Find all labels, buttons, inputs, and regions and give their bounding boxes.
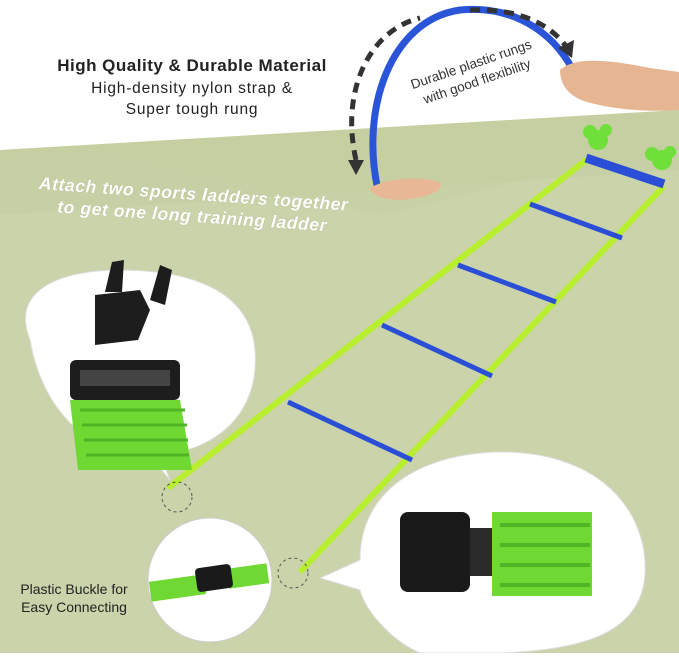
zoom-circle-bottom bbox=[277, 557, 309, 589]
headline-line-1: High-density nylon strap & bbox=[91, 80, 293, 97]
hand-left bbox=[370, 178, 441, 200]
agility-ladder bbox=[166, 124, 676, 575]
headline-title: High Quality & Durable Material bbox=[57, 56, 327, 75]
flexible-rung-illustration bbox=[348, 5, 679, 200]
buckle-connection-circle bbox=[147, 517, 273, 643]
hand-right bbox=[560, 60, 679, 111]
buckle-caption: Plastic Buckle for Easy Connecting bbox=[4, 580, 144, 616]
headline-line-2: Super tough rung bbox=[125, 101, 259, 118]
buckle-caption-line-1: Plastic Buckle for bbox=[20, 581, 128, 597]
buckle-closeup-bubble bbox=[25, 260, 256, 481]
buckle-macro-bubble bbox=[318, 451, 646, 654]
buckle-caption-line-2: Easy Connecting bbox=[21, 599, 127, 615]
zoom-circle-top bbox=[161, 481, 193, 513]
